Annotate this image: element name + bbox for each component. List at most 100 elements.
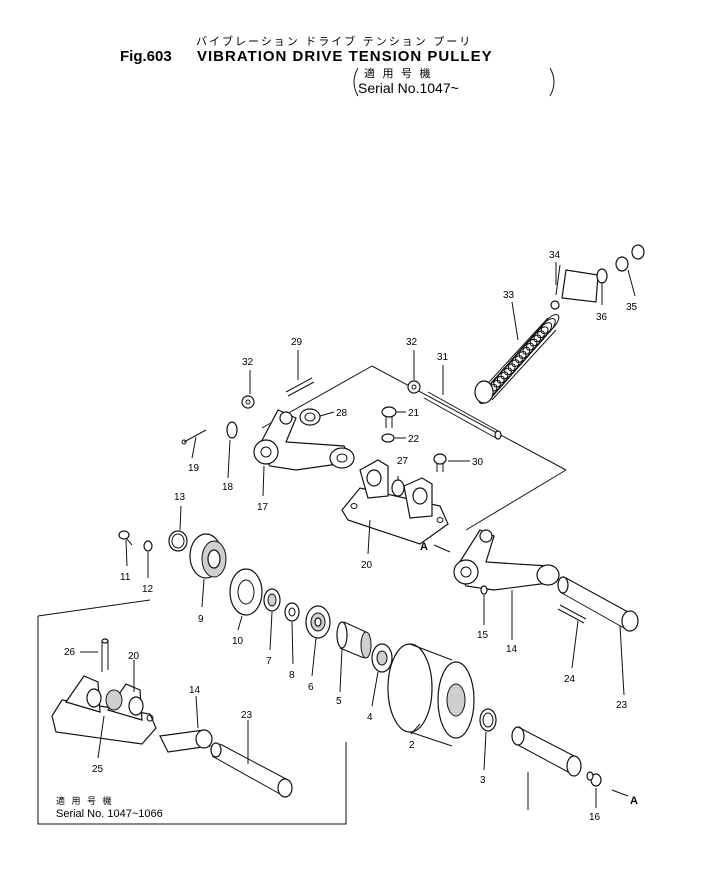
serial-right-bracket [549, 67, 555, 97]
callout-28: 28 [336, 408, 348, 419]
inset-pin-26 [101, 638, 109, 672]
callout-31: 31 [437, 352, 449, 363]
callout-32-left: 32 [242, 357, 254, 368]
washer-22 [381, 433, 395, 443]
inset-serial-label: Serial No. 1047~1066 [56, 808, 163, 820]
lock-washer-8 [284, 602, 300, 622]
bearing-7 [263, 588, 281, 612]
spacer-collar-5 [336, 621, 372, 659]
inset-bracket-20 [51, 675, 157, 745]
diagram-title: VIBRATION DRIVE TENSION PULLEY [197, 48, 493, 65]
washer-27 [391, 479, 405, 497]
lever-arm-14 [453, 529, 560, 591]
callout-34: 34 [549, 250, 561, 261]
inset-japanese-applicable-label: 適 用 号 機 [56, 795, 114, 806]
callout-21: 21 [408, 408, 420, 419]
callout-7: 7 [266, 656, 272, 667]
callout-24: 24 [564, 674, 576, 685]
nut-32-right [407, 380, 421, 394]
callout-6: 6 [308, 682, 314, 693]
bearing-6 [305, 605, 331, 639]
shaft-23 [557, 576, 639, 632]
callout-22: 22 [408, 434, 420, 445]
inset-callout-20: 20 [128, 651, 140, 662]
screw-30 [433, 453, 447, 472]
spring-coil [533, 322, 553, 343]
axle-shaft-1 [511, 726, 582, 777]
callout-labels: 34 33 36 35 32 29 32 31 28 21 22 27 30 1… [120, 250, 638, 823]
callout-13: 13 [174, 492, 186, 503]
support-bracket-20 [341, 459, 449, 545]
callout-4: 4 [367, 712, 373, 723]
grease-fitting-16 [586, 771, 602, 787]
callout-35: 35 [626, 302, 638, 313]
japanese-applicable-label: 適 用 号 機 [364, 66, 433, 80]
callout-18: 18 [222, 482, 234, 493]
inset-callout-25: 25 [92, 764, 104, 775]
spring-coil [540, 313, 560, 335]
washer-18 [226, 421, 238, 439]
inset-callout-26: 26 [64, 647, 76, 658]
callout-30: 30 [472, 457, 484, 468]
callout-14: 14 [506, 644, 518, 655]
callout-11: 11 [120, 572, 131, 583]
bolt-11 [118, 530, 133, 546]
callout-17: 17 [257, 502, 269, 513]
washer-12 [143, 540, 153, 552]
spring-bracket-34 [550, 269, 599, 310]
inset-detail-box: 26 20 14 23 25 適 用 号 機 Serial No. 1047~1… [37, 599, 347, 825]
callout-15: 15 [477, 630, 489, 641]
callout-33: 33 [503, 290, 515, 301]
lever-arm-17 [253, 409, 355, 471]
figure-number: Fig.603 [120, 48, 172, 65]
bearing-4 [371, 643, 393, 673]
callout-9: 9 [198, 614, 204, 625]
spring-coil [493, 367, 512, 388]
pin-15 [480, 585, 488, 595]
leader-lines [125, 262, 629, 808]
callout-20: 20 [361, 560, 373, 571]
bearing-housing-9 [189, 533, 227, 579]
pin-24 [557, 604, 587, 624]
callout-29: 29 [291, 337, 303, 348]
inset-shaft-23 [210, 742, 293, 798]
inset-callout-23: 23 [241, 710, 253, 721]
washer-28 [299, 408, 321, 426]
callout-27: 27 [397, 456, 409, 467]
washer-36 [596, 268, 608, 284]
snap-ring-13 [168, 530, 188, 552]
spring-coil [518, 338, 538, 359]
spring-coil [496, 363, 516, 384]
callout-19: 19 [188, 463, 200, 474]
serial-number-label: Serial No.1047~ [358, 80, 459, 96]
callout-23: 23 [616, 700, 628, 711]
spring-coil [526, 330, 545, 351]
pin-29 [285, 377, 315, 397]
inset-lever-arm-14 [159, 729, 213, 753]
tension-rod-31 [423, 391, 502, 440]
snap-ring-3 [479, 708, 497, 732]
callout-32-right: 32 [406, 337, 418, 348]
bolt-21 [381, 406, 397, 428]
serial-left-bracket [353, 67, 359, 97]
reference-mark-a-lower: A [630, 795, 638, 807]
cotter-pin-19 [181, 429, 207, 445]
callout-3: 3 [480, 775, 486, 786]
pulley-drum-2 [387, 640, 475, 747]
spring-coil [511, 346, 531, 367]
callout-8: 8 [289, 670, 295, 681]
callout-16: 16 [589, 812, 601, 823]
nut-32-left [241, 395, 255, 409]
tension-spring-33 [474, 313, 560, 405]
callout-12: 12 [142, 584, 154, 595]
japanese-title: バイブレーション ドライブ テンション プーリ [196, 34, 472, 48]
callout-10: 10 [232, 636, 244, 647]
callout-36: 36 [596, 312, 608, 323]
cover-plate-10 [229, 568, 263, 616]
callout-2: 2 [409, 740, 415, 751]
inset-callout-14: 14 [189, 685, 201, 696]
reference-mark-a-upper: A [420, 541, 428, 553]
nut-35 [615, 244, 645, 272]
spring-coil [504, 355, 523, 376]
